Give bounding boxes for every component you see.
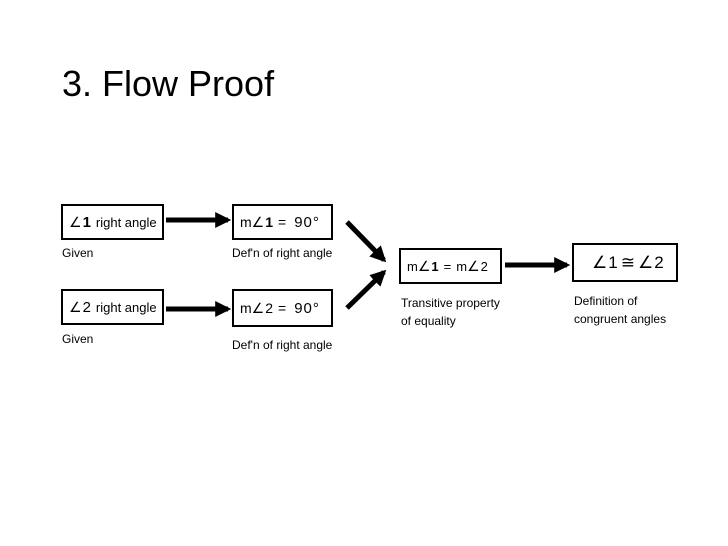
reason-given-2: Given (62, 332, 94, 346)
given-box-angle-2: ∠ 2 right angle (61, 289, 164, 325)
angle-symbol: ∠ (637, 252, 654, 272)
measure-m: m (407, 258, 418, 274)
reason-transitive-line2: of equality (401, 314, 456, 328)
given-box-angle-1: ∠ 1 right angle (61, 204, 164, 240)
angle-symbol: ∠ (592, 252, 608, 272)
reason-congruent-line2: congruent angles (574, 312, 667, 326)
angle-number: 2 (654, 252, 664, 272)
reason-defn-right-angle-1: Def'n of right angle (232, 246, 333, 260)
angle-symbol: ∠ (467, 257, 480, 274)
measure-m: m (456, 258, 468, 274)
angle-symbol: ∠ (251, 213, 265, 230)
equals-sign: = (443, 258, 452, 274)
angle-number: 1 (82, 213, 91, 231)
measure-m: m (240, 214, 252, 230)
arrow-measure2-to-transitive (345, 269, 387, 310)
conclusion-box: ∠ 1 ≅ ∠ 2 (572, 243, 678, 282)
measure-box-angle-1: m ∠ 1 = 90° (232, 204, 333, 240)
equals-sign: = (278, 214, 287, 230)
angle-symbol: ∠ (251, 299, 265, 316)
angle-symbol: ∠ (417, 257, 431, 274)
statement-text: right angle (95, 214, 157, 230)
angle-symbol: ∠ (69, 298, 82, 315)
angle-number: 2 (480, 258, 488, 274)
angle-number: 1 (431, 258, 439, 274)
slide-title: 3. Flow Proof (62, 63, 275, 104)
degree-value: 90° (294, 213, 320, 231)
reason-given-1: Given (62, 246, 94, 260)
angle-symbol: ∠ (69, 213, 82, 230)
degree-value: 90° (294, 299, 320, 317)
reason-defn-right-angle-2: Def'n of right angle (232, 338, 333, 352)
arrow-measure1-to-transitive (345, 220, 387, 263)
statement-text: right angle (95, 299, 157, 315)
angle-number: 2 (82, 298, 91, 316)
equals-sign: = (278, 300, 287, 316)
transitive-box: m ∠ 1 = m ∠ 2 (399, 248, 502, 284)
angle-number: 1 (608, 252, 618, 272)
angle-number: 1 (265, 214, 274, 230)
measure-box-angle-2: m ∠ 2 = 90° (232, 289, 333, 327)
reason-congruent-line1: Definition of (574, 294, 638, 308)
measure-m: m (240, 300, 252, 316)
congruent-symbol: ≅ (620, 252, 635, 272)
reason-transitive-line1: Transitive property (401, 296, 500, 310)
angle-number: 2 (265, 300, 274, 316)
